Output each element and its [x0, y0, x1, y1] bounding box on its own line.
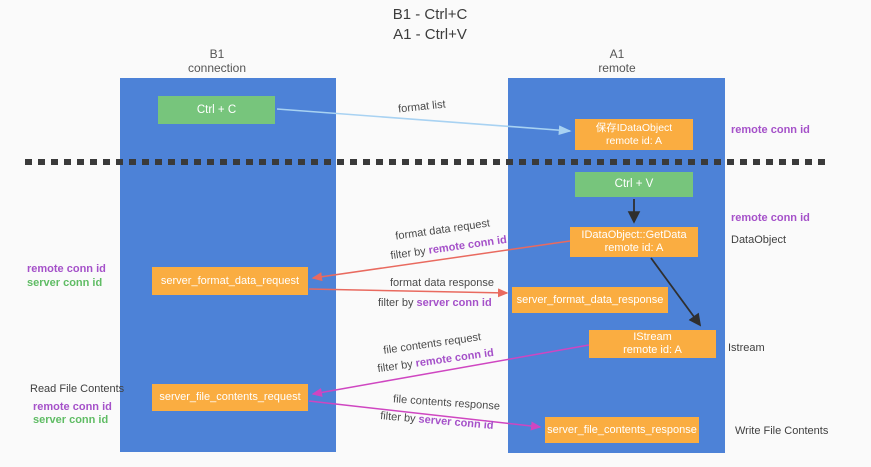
node-istream-line1: IStream	[633, 331, 672, 343]
node-server-format-data-response-label: server_format_data_response	[516, 293, 664, 306]
node-ctrl-c-label: Ctrl + C	[196, 103, 237, 116]
right-column-name: A1	[609, 47, 625, 61]
filter-by-text: filter by	[376, 358, 414, 376]
format-data-response-arrow	[308, 288, 509, 298]
node-ctrl-v-label: Ctrl + V	[614, 178, 654, 190]
node-server-format-data-request: server_format_data_request	[152, 267, 308, 295]
node-server-file-contents-response-label: server_file_contents_response	[547, 423, 697, 436]
server-conn-id-label-left2: server conn id	[33, 414, 109, 426]
node-server-file-contents-response: server_file_contents_response	[545, 417, 699, 443]
node-server-file-contents-request: server_file_contents_request	[152, 384, 308, 411]
node-getdata-line2: remote id: A	[604, 242, 664, 254]
right-column-role: remote	[598, 61, 636, 75]
node-getdata-line1: IDataObject::GetData	[581, 229, 687, 241]
node-saved-dataobject-line2: remote id: A	[605, 134, 663, 147]
file-contents-response-label: file contents response	[392, 393, 501, 413]
node-ctrl-c: Ctrl + C	[158, 96, 275, 124]
node-saved-dataobject: 保存IDataObject remote id: A	[575, 119, 693, 150]
node-server-file-contents-request-label: server_file_contents_request	[159, 391, 301, 403]
filter-by-text: filter by	[378, 297, 414, 309]
node-server-format-data-request-label: server_format_data_request	[160, 274, 300, 287]
write-file-contents-label: Write File Contents	[735, 425, 829, 437]
format-list-label: format list	[397, 98, 447, 116]
node-istream-line2: remote id: A	[623, 344, 682, 356]
title-line-2: A1 - Ctrl+V	[393, 26, 467, 43]
left-column-name: B1	[209, 47, 225, 61]
server-conn-id-label-left1: server conn id	[27, 277, 103, 289]
node-saved-dataobject-line1: 保存IDataObject	[595, 121, 673, 134]
istream-label: Istream	[728, 342, 765, 354]
node-server-format-data-response: server_format_data_response	[512, 287, 668, 313]
left-column-header: B1 connection	[157, 47, 277, 75]
filter-by-text: filter by	[379, 410, 417, 426]
dataobject-label: DataObject	[731, 234, 787, 246]
remote-conn-id-inline: remote conn id	[427, 233, 508, 257]
format-data-response-label: format data response	[390, 277, 494, 289]
node-ctrl-v: Ctrl + V	[575, 172, 693, 197]
remote-conn-id-label-left2: remote conn id	[33, 401, 112, 413]
server-conn-id-inline: server conn id	[416, 297, 492, 309]
filter-by-text: filter by	[389, 245, 427, 263]
server-conn-id-inline: server conn id	[418, 413, 494, 432]
title-line-1: B1 - Ctrl+C	[392, 6, 468, 23]
left-column-role: connection	[187, 61, 247, 75]
read-file-contents-label: Read File Contents	[30, 383, 125, 395]
remote-conn-id-label-top: remote conn id	[731, 124, 810, 136]
node-getdata: IDataObject::GetData remote id: A	[570, 227, 698, 257]
right-column-header: A1 remote	[557, 47, 677, 75]
diagram-title: B1 - Ctrl+C A1 - Ctrl+V	[315, 5, 545, 45]
remote-conn-id-label-mid: remote conn id	[731, 212, 810, 224]
dashed-divider	[25, 159, 830, 165]
node-istream: IStream remote id: A	[589, 330, 716, 358]
remote-conn-id-label-left1: remote conn id	[27, 263, 106, 275]
